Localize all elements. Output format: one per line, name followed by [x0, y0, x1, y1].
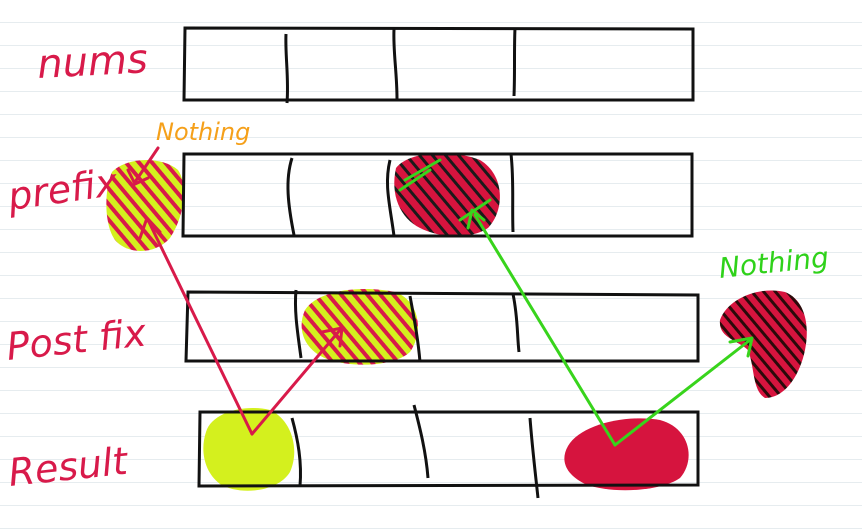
arrowhead — [138, 216, 162, 240]
arrowhead — [320, 326, 344, 348]
annotation-postfix-nothing: Nothing — [717, 241, 830, 285]
green-arrows — [398, 158, 754, 447]
cell-divider — [392, 28, 399, 100]
cell-divider — [385, 159, 396, 237]
array-box — [184, 290, 700, 363]
cell-divider — [290, 417, 302, 487]
cell-divider — [512, 27, 517, 97]
cell-divider — [293, 289, 303, 359]
cell-divider — [408, 295, 422, 363]
prefix-nothing-highlight — [106, 160, 184, 252]
result-highlight-crimson — [564, 418, 689, 491]
cell-divider — [286, 157, 296, 236]
arrow-result-to-prefix-green — [473, 213, 617, 447]
result-highlight-yellow — [203, 408, 295, 491]
nums-array — [182, 26, 695, 104]
cell-divider — [412, 404, 430, 479]
label-nums: nums — [36, 36, 149, 88]
label-prefix: prefix — [4, 160, 121, 219]
cell-divider — [509, 153, 515, 233]
array-box — [181, 152, 694, 238]
prefix-highlight — [394, 153, 500, 237]
arrowhead — [466, 208, 486, 230]
label-postfix: Post fix — [4, 311, 148, 369]
prefix-array — [181, 152, 694, 238]
annotation-prefix-nothing: Nothing — [156, 118, 250, 146]
arrow-result-to-prefix — [146, 218, 254, 436]
cell-divider — [528, 417, 540, 499]
postfix-highlight — [301, 289, 418, 365]
postfix-nothing-highlight — [719, 290, 807, 398]
nothing-pointer — [126, 146, 160, 186]
cell-divider — [511, 293, 521, 353]
arrow-result-to-postfix — [250, 328, 342, 436]
array-box — [197, 410, 700, 488]
green-scribble — [398, 158, 492, 222]
arrow-result-to-postfix-green — [613, 338, 752, 447]
red-arrows — [138, 216, 344, 436]
array-box — [182, 26, 695, 102]
cell-divider — [284, 33, 290, 104]
arrowhead — [728, 336, 754, 358]
result-array — [197, 404, 700, 499]
postfix-array — [184, 289, 700, 363]
label-result: Result — [6, 439, 131, 495]
